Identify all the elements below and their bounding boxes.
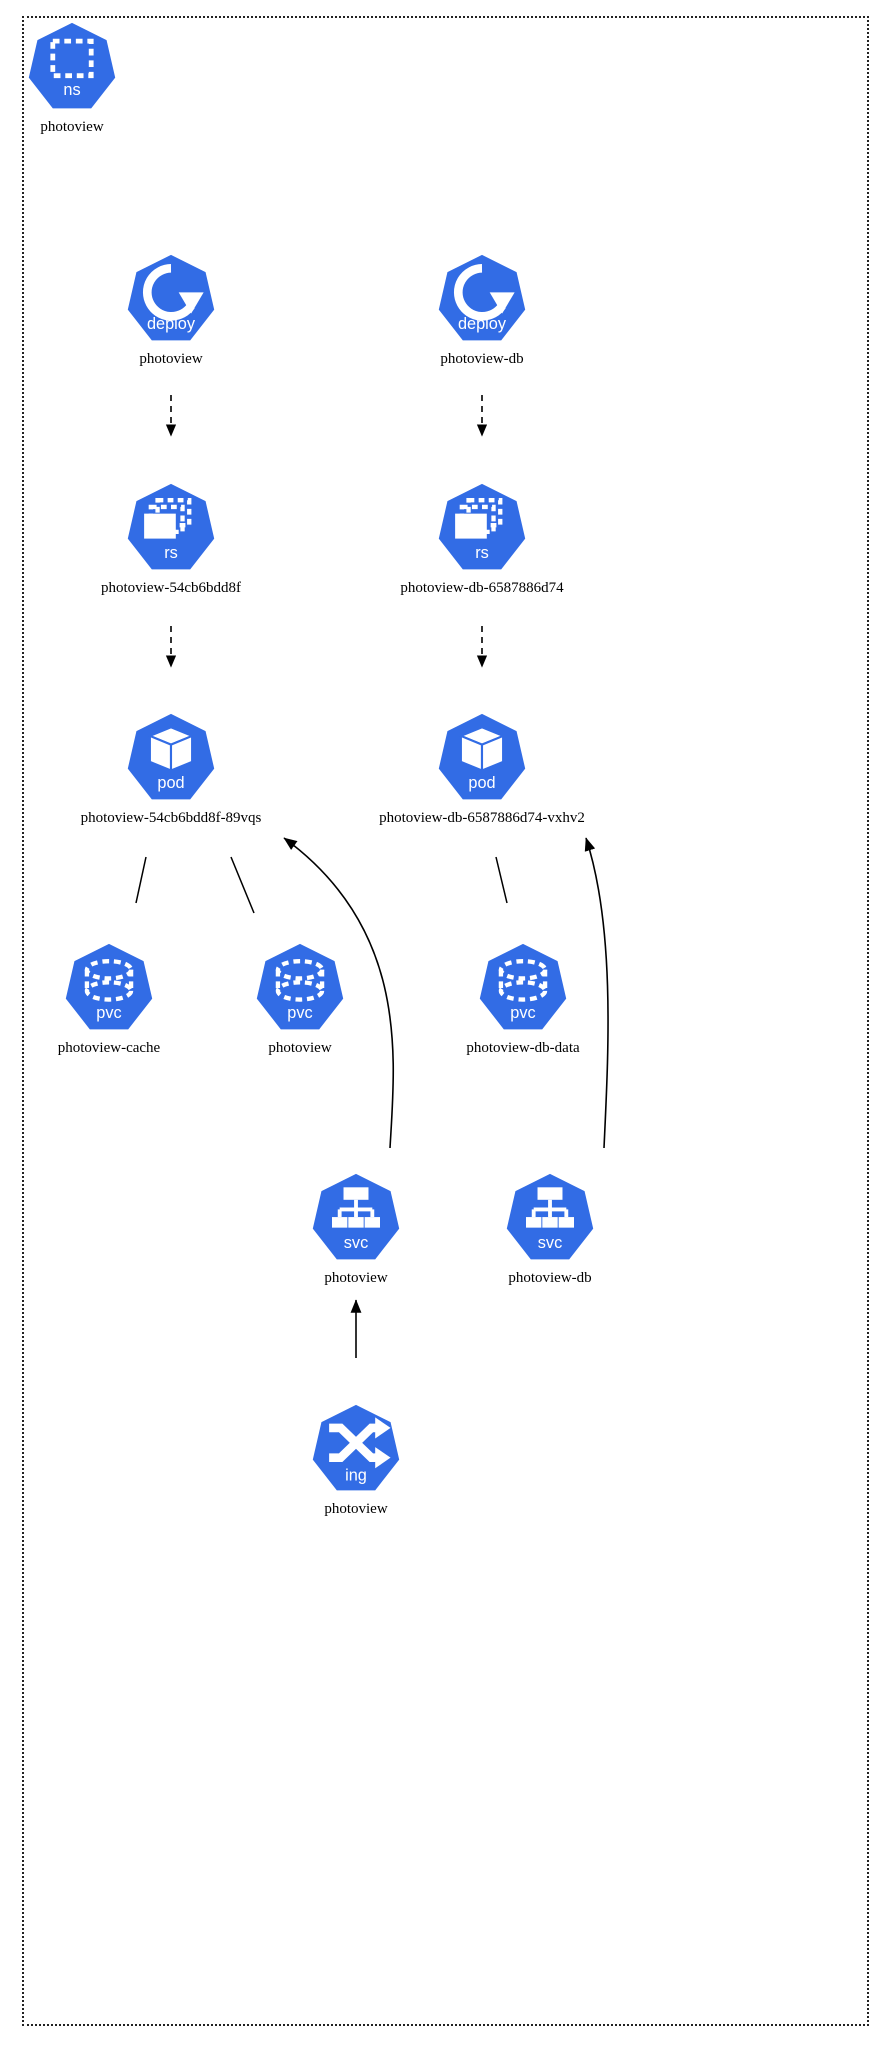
- kind-label: svc: [538, 1234, 562, 1252]
- node-caption: photoview-db-6587886d74-vxhv2: [379, 810, 585, 826]
- pvc-icon: pvc: [61, 941, 157, 1037]
- service-icon: svc: [502, 1171, 598, 1267]
- kind-label: svc: [344, 1234, 368, 1252]
- kind-label: pvc: [510, 1004, 535, 1022]
- pvc-icon: pvc: [252, 941, 348, 1037]
- namespace-icon: ns: [24, 20, 120, 116]
- kind-label: pvc: [287, 1004, 312, 1022]
- node-caption: photoview: [139, 351, 203, 367]
- node-caption: photoview-cache: [57, 1040, 161, 1056]
- kind-label: pvc: [96, 1004, 121, 1022]
- node-caption: photoview-db-6587886d74: [400, 580, 564, 596]
- edge-svc-to-pod-photoview-db: [584, 837, 609, 1149]
- replicaset-icon: rs: [123, 481, 219, 577]
- kind-label: ing: [345, 1467, 367, 1485]
- node-caption: photoview-db: [508, 1270, 592, 1286]
- node-caption: photoview-54cb6bdd8f: [101, 580, 241, 596]
- deployment-icon: deploy: [434, 252, 530, 348]
- node-caption: photoview-db-data: [466, 1040, 580, 1056]
- node-caption: photoview: [324, 1501, 388, 1517]
- kind-label: deploy: [147, 315, 196, 333]
- node-caption: photoview-54cb6bdd8f-89vqs: [80, 810, 262, 826]
- kind-label: ns: [63, 81, 80, 99]
- kind-label: rs: [475, 544, 489, 562]
- pod-icon: pod: [123, 711, 219, 807]
- edge-pod-to-pvc-photoview-db-data: [495, 856, 508, 904]
- ingress-icon: ing: [308, 1402, 404, 1498]
- node-caption: photoview: [324, 1270, 388, 1286]
- pod-icon: pod: [434, 711, 530, 807]
- kind-label: pod: [157, 774, 184, 792]
- kind-label: deploy: [458, 315, 507, 333]
- replicaset-icon: rs: [434, 481, 530, 577]
- node-caption: photoview: [40, 119, 104, 135]
- pvc-icon: pvc: [475, 941, 571, 1037]
- node-caption: photoview: [268, 1040, 332, 1056]
- edge-pod-to-pvc-photoview-cache: [135, 856, 147, 904]
- kind-label: rs: [164, 544, 178, 562]
- edge-pod-to-pvc-photoview: [230, 856, 255, 914]
- service-icon: svc: [308, 1171, 404, 1267]
- node-caption: photoview-db: [440, 351, 524, 367]
- kind-label: pod: [468, 774, 495, 792]
- deployment-icon: deploy: [123, 252, 219, 348]
